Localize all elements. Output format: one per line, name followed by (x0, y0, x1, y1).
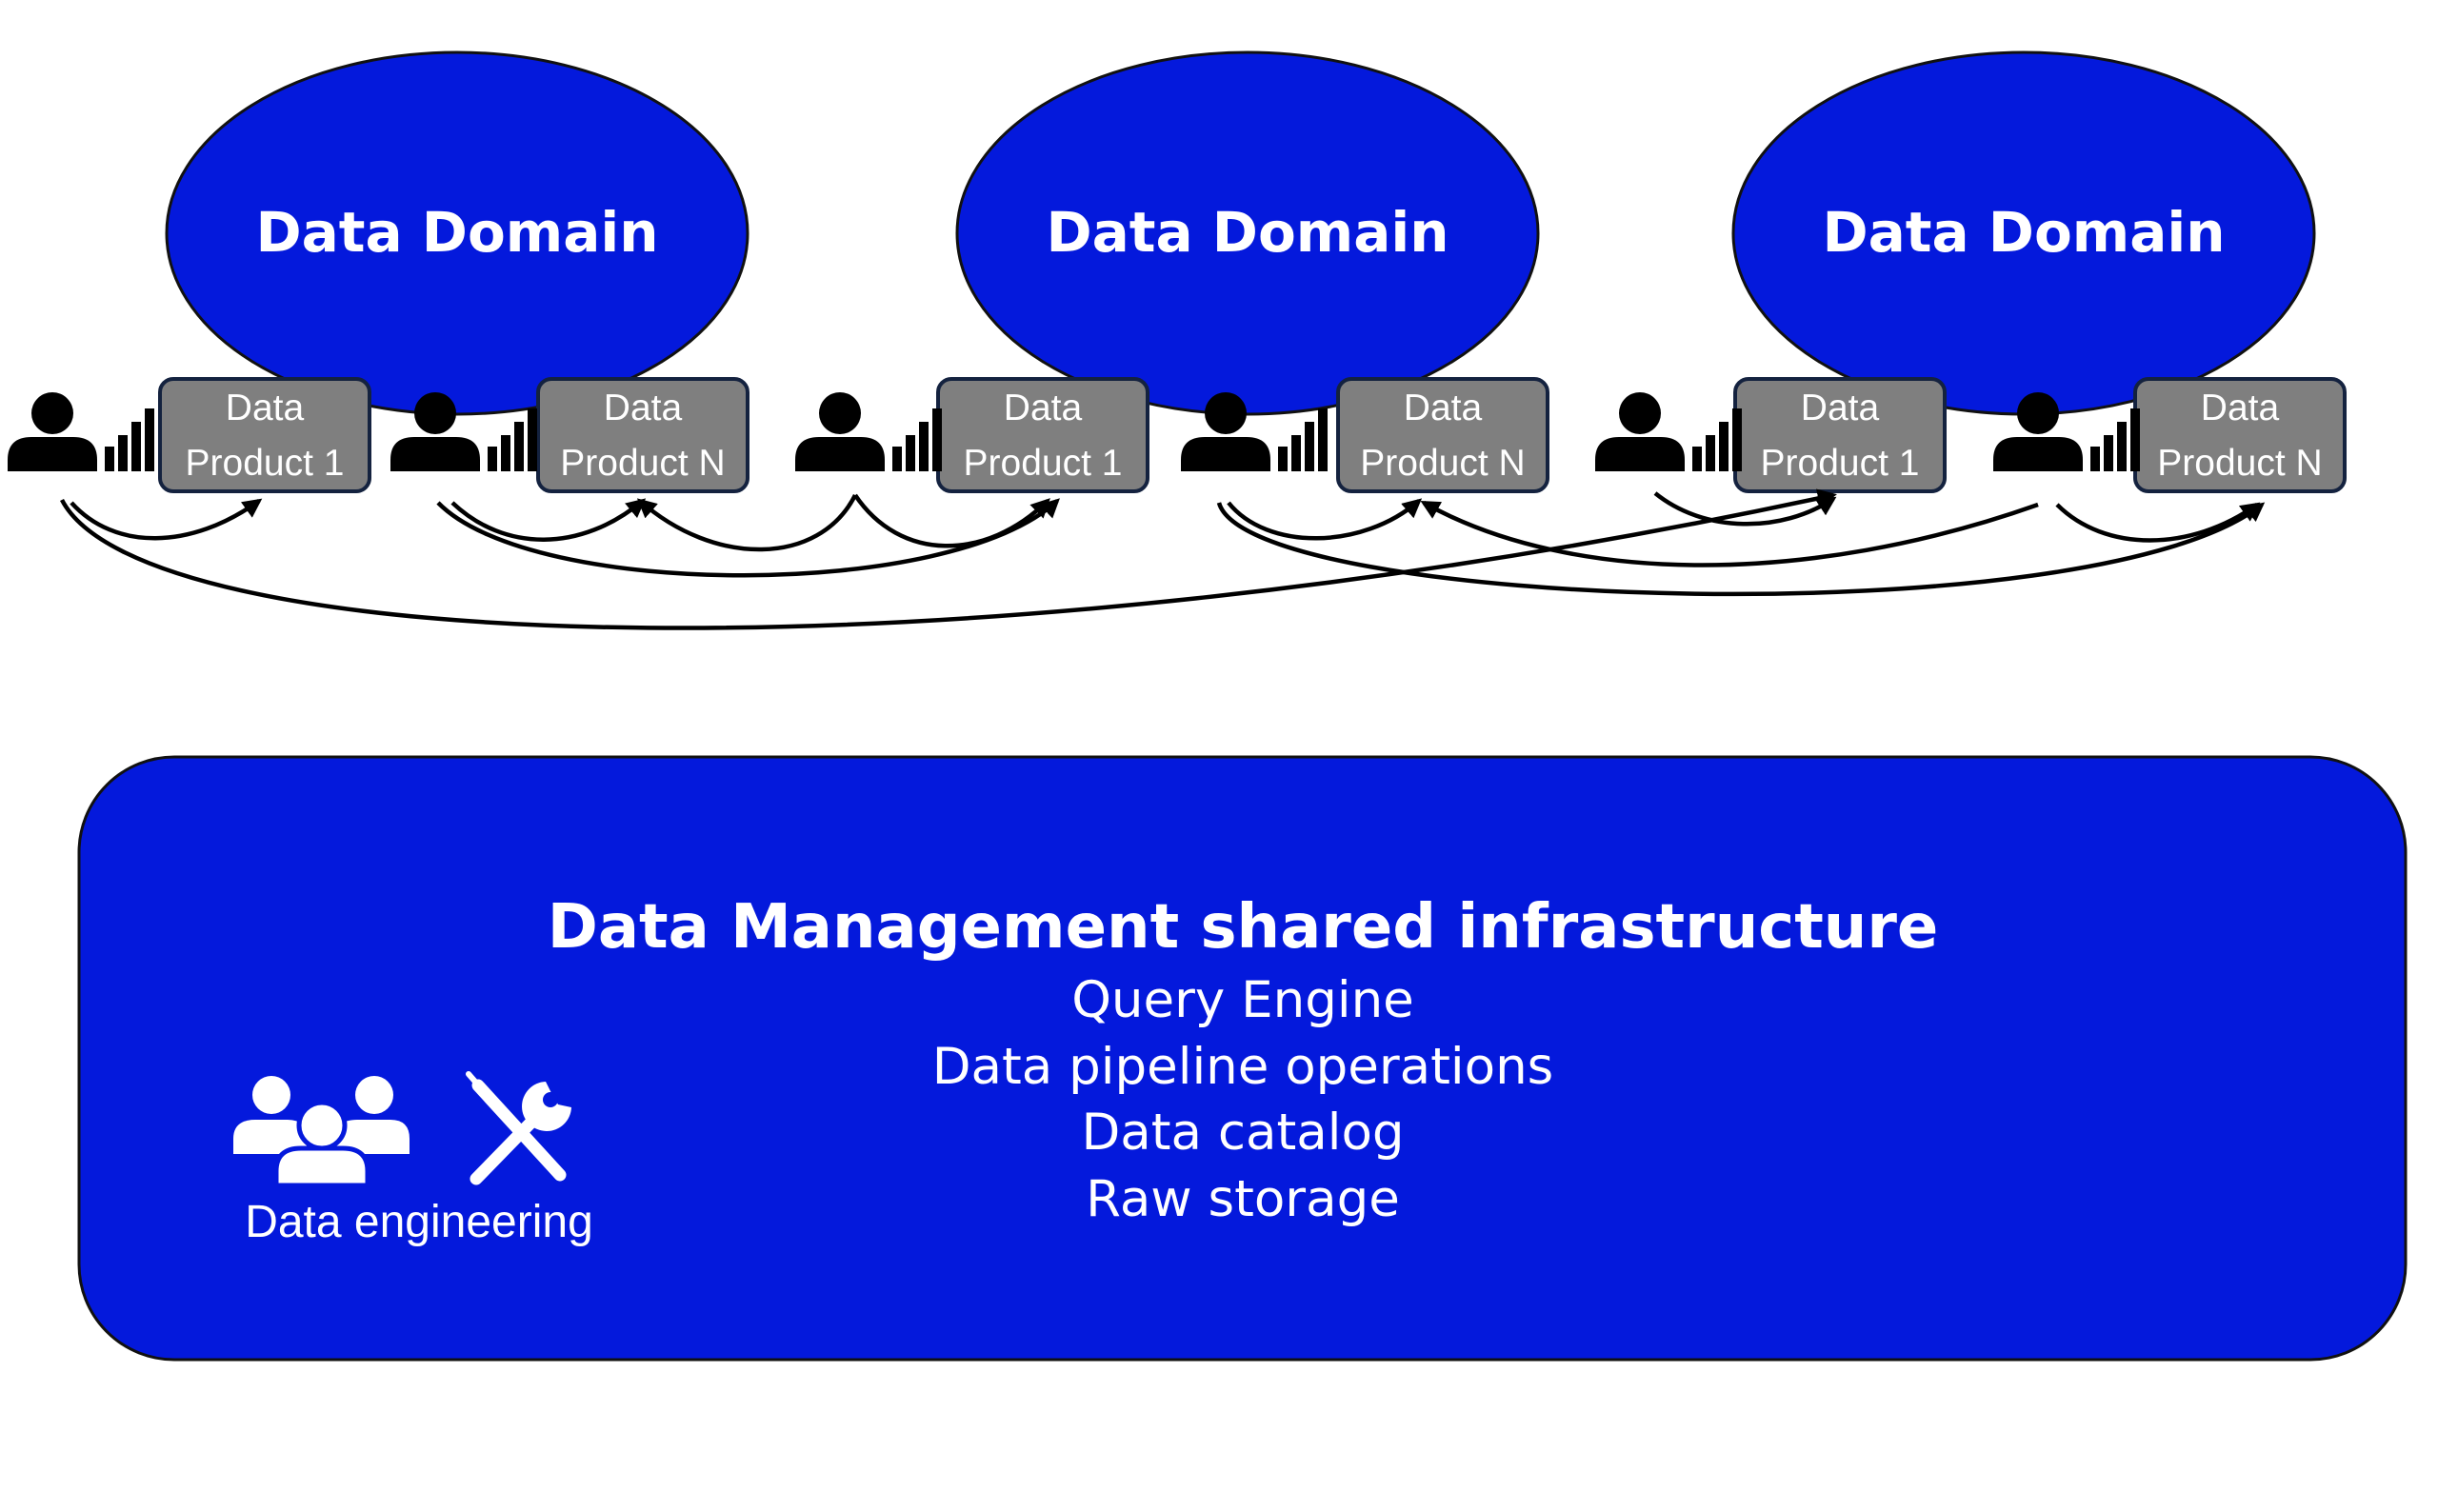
infrastructure-title: Data Management shared infrastructure (548, 892, 1939, 963)
wrench-screwdriver-icon (466, 1071, 571, 1185)
data-product: Data Product N (536, 377, 749, 493)
infrastructure-item: Data pipeline operations (932, 1038, 1554, 1096)
infrastructure-item: Raw storage (1086, 1170, 1400, 1228)
arrow (436, 498, 1060, 578)
data-product: Data Product N (1336, 377, 1549, 493)
product-line-2: Product 1 (186, 443, 345, 484)
product-line-2: Product N (1360, 443, 1525, 484)
product-line-1: Data (2201, 388, 2280, 428)
arrow (1216, 502, 2266, 597)
data-product: Data Product 1 (158, 377, 371, 493)
product-line-2: Product 1 (1761, 443, 1920, 484)
arrow (2055, 502, 2261, 543)
consumer-icon (1595, 392, 1742, 471)
people-group-icon (233, 1076, 410, 1188)
consumption-arrows (60, 488, 2266, 630)
product-line-1: Data (604, 388, 683, 428)
infrastructure-item: Query Engine (1071, 971, 1414, 1029)
domain-label: Data Domain (1046, 200, 1449, 265)
shared-infrastructure-panel: Data Management shared infrastructure Qu… (77, 755, 2408, 1362)
domain-ellipse (955, 50, 1540, 416)
infrastructure-item: Data catalog (1081, 1104, 1404, 1162)
consumer-icon (795, 392, 942, 471)
arrow (1227, 498, 1423, 541)
data-domain: Data Domain (1731, 50, 2316, 416)
arrow (853, 493, 1050, 548)
product-line-1: Data (1801, 388, 1880, 428)
data-domain: Data Domain (955, 50, 1540, 416)
consumer-icon (8, 392, 154, 471)
domain-ellipse (165, 50, 749, 416)
arrow (1420, 501, 2039, 567)
arrow (70, 498, 263, 541)
team-label: Data engineering (245, 1197, 593, 1247)
product-line-2: Product 1 (964, 443, 1123, 484)
data-product: Data Product N (2133, 377, 2347, 493)
data-product: Data Product 1 (936, 377, 1149, 493)
product-line-1: Data (1404, 388, 1483, 428)
arrow (450, 498, 647, 542)
product-line-1: Data (1004, 388, 1083, 428)
product-line-2: Product N (560, 443, 725, 484)
arrow (60, 488, 1837, 630)
data-product: Data Product 1 (1733, 377, 1947, 493)
domain-label: Data Domain (1822, 200, 2225, 265)
data-domain: Data Domain (165, 50, 749, 416)
arrow (636, 493, 858, 552)
product-line-2: Product N (2157, 443, 2322, 484)
arrow (1653, 491, 1837, 527)
product-line-1: Data (226, 388, 305, 428)
domain-label: Data Domain (255, 200, 658, 265)
